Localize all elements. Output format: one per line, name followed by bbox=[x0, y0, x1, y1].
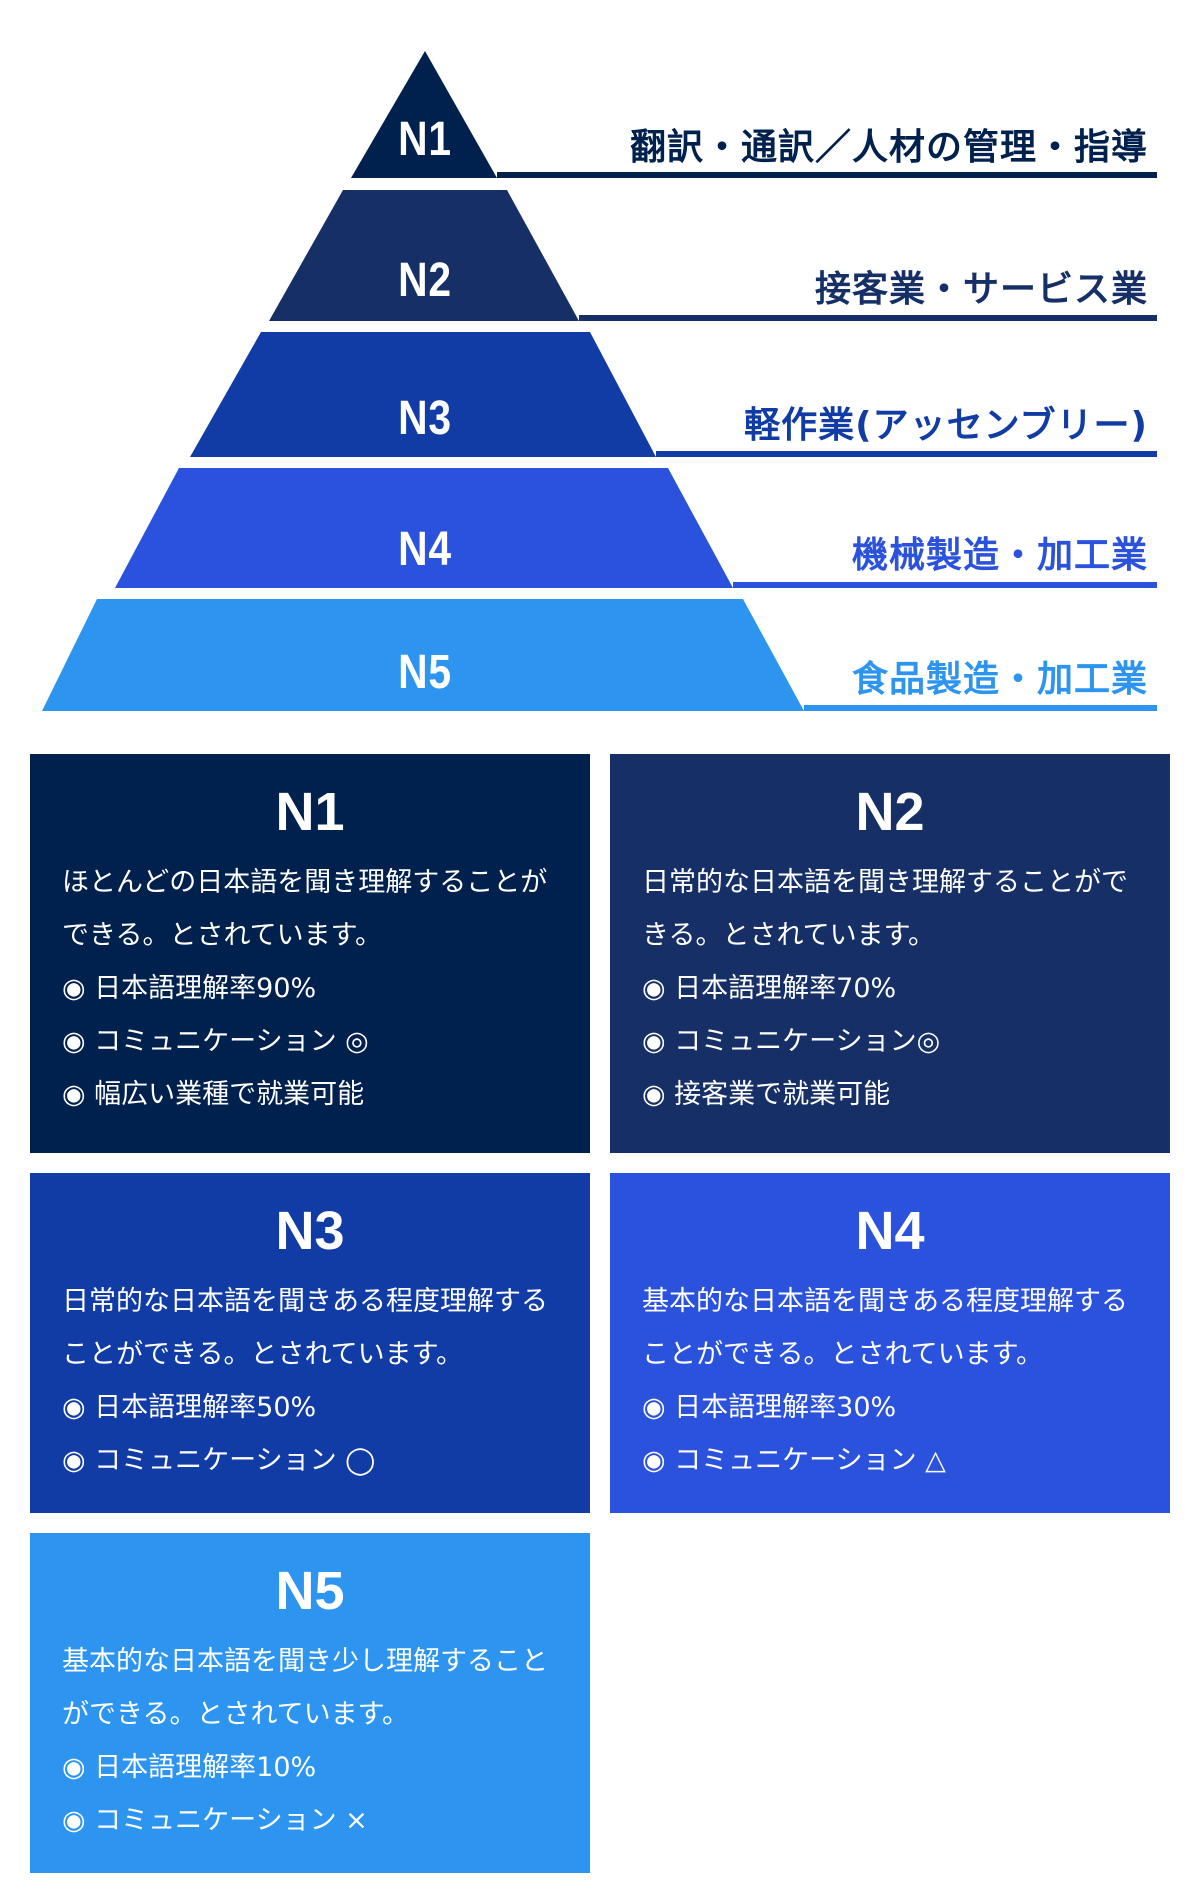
card-point: ◉ コミュニケーション ◎ bbox=[62, 1026, 369, 1057]
level-card-n5: N5 基本的な日本語を聞き少し理解することができる。とされています。 ◉ 日本語… bbox=[30, 1533, 590, 1873]
card-point: ◉ 日本語理解率90% bbox=[62, 973, 317, 1004]
card-description: 基本的な日本語を聞き少し理解することができる。とされています。 bbox=[62, 1646, 548, 1730]
card-description: ほとんどの日本語を聞き理解することができる。とされています。 bbox=[62, 867, 548, 951]
card-description: 日常的な日本語を聞きある程度理解することができる。とされています。 bbox=[62, 1286, 548, 1370]
tier-rule bbox=[656, 451, 1157, 457]
card-point: ◉ 日本語理解率50% bbox=[62, 1392, 317, 1423]
tier-level: N2 bbox=[398, 254, 452, 307]
tier-rule bbox=[733, 582, 1157, 588]
tier-shape bbox=[42, 599, 804, 711]
level-card-n2: N2 日常的な日本語を聞き理解することができる。とされています。 ◉ 日本語理解… bbox=[610, 754, 1170, 1153]
tier-level: N1 bbox=[398, 113, 452, 166]
card-point: ◉ コミュニケーション ◯ bbox=[62, 1445, 376, 1476]
card-title: N5 bbox=[275, 1561, 345, 1621]
card-point: ◉ コミュニケーション × bbox=[62, 1805, 368, 1836]
tier-job: 軽作業(アッセンブリー) bbox=[744, 405, 1148, 446]
level-card-n4: N4 基本的な日本語を聞きある程度理解することができる。とされています。 ◉ 日… bbox=[610, 1173, 1170, 1513]
card-point: ◉ 日本語理解率10% bbox=[62, 1752, 317, 1783]
level-card-n3: N3 日常的な日本語を聞きある程度理解することができる。とされています。 ◉ 日… bbox=[30, 1173, 590, 1513]
tier-rule bbox=[804, 705, 1157, 711]
card-title: N4 bbox=[855, 1201, 925, 1261]
card-point: ◉ 接客業で就業可能 bbox=[642, 1079, 891, 1110]
tier-level: N3 bbox=[398, 392, 452, 445]
tier-job: 食品製造・加工業 bbox=[851, 659, 1148, 700]
tier-rule bbox=[579, 315, 1157, 321]
tier-level: N5 bbox=[398, 646, 452, 699]
tier-shape bbox=[115, 468, 733, 588]
card-description: 日常的な日本語を聞き理解することができる。とされています。 bbox=[642, 867, 1128, 951]
tier-job: 機械製造・加工業 bbox=[851, 535, 1148, 576]
tier-shape bbox=[190, 332, 656, 457]
card-description: 基本的な日本語を聞きある程度理解することができる。とされています。 bbox=[642, 1286, 1128, 1370]
tier-rule bbox=[497, 172, 1157, 178]
card-point: ◉ コミュニケーション △ bbox=[642, 1445, 946, 1476]
tier-job: 接客業・サービス業 bbox=[814, 269, 1148, 310]
tier-level: N4 bbox=[398, 523, 452, 576]
card-point: ◉ 日本語理解率30% bbox=[642, 1392, 897, 1423]
card-point: ◉ 日本語理解率70% bbox=[642, 973, 897, 1004]
card-title: N2 bbox=[855, 782, 925, 842]
card-point: ◉ コミュニケーション◎ bbox=[642, 1026, 941, 1057]
card-title: N3 bbox=[275, 1201, 345, 1261]
level-card-n1: N1 ほとんどの日本語を聞き理解することができる。とされています。 ◉ 日本語理… bbox=[30, 754, 590, 1153]
card-point: ◉ 幅広い業種で就業可能 bbox=[62, 1079, 365, 1110]
tier-job: 翻訳・通訳／人材の管理・指導 bbox=[629, 127, 1148, 168]
card-title: N1 bbox=[275, 782, 345, 842]
